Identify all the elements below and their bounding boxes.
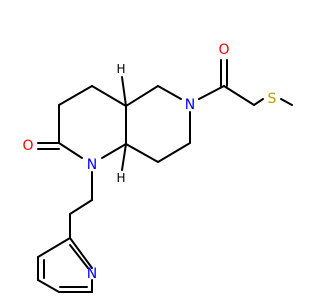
bond (37, 279, 60, 293)
bond (125, 85, 159, 107)
ring-nitrogen-label: N (185, 97, 195, 113)
stereo-h-bond (121, 143, 127, 171)
sulfur-label: S (268, 91, 277, 107)
bond (69, 244, 89, 269)
bond (157, 142, 191, 163)
bond (58, 85, 93, 106)
stereo-h-bond (121, 76, 127, 107)
bond (280, 98, 293, 106)
acyl-oxygen-label: O (218, 42, 229, 58)
bond (37, 237, 71, 258)
bond (101, 143, 127, 159)
bond (198, 85, 225, 100)
bond (253, 98, 264, 106)
bond (58, 142, 83, 159)
stereo-h-lower-label: H (116, 171, 125, 185)
pyridine-nitrogen-label: N (87, 266, 97, 282)
amide-nitrogen-label: N (87, 157, 97, 173)
bond (125, 143, 159, 163)
lactam-oxygen-label: O (22, 138, 33, 154)
stereo-h-upper-label: H (116, 62, 125, 76)
bond (157, 85, 182, 100)
molecule-structure: N N N O O S H H (22, 42, 293, 293)
bond (91, 85, 127, 107)
bond (223, 85, 255, 106)
bond (69, 199, 93, 215)
bond (69, 237, 93, 269)
